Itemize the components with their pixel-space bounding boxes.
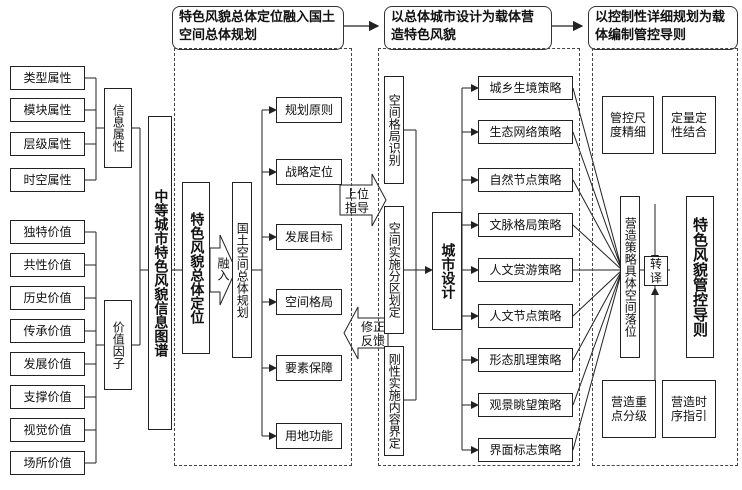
control-priority: 营造重点分级 — [602, 380, 656, 438]
strategy-habitat: 城乡生境策略 — [478, 76, 573, 100]
strategy-natural-node: 自然节点策略 — [478, 168, 573, 192]
attr-spacetime: 时空属性 — [10, 168, 85, 192]
region-overall-plan — [174, 48, 352, 466]
value-unique: 独特价值 — [10, 220, 85, 244]
overall-positioning: 特色风貌总体定位 — [182, 182, 210, 354]
plan-landuse: 用地功能 — [276, 423, 342, 449]
strategy-viewing: 观景眺望策略 — [478, 393, 573, 417]
implementation-zoning: 空间实施分区划定 — [384, 206, 404, 334]
value-develop: 发展价值 — [10, 352, 85, 376]
info-attribute: 信息属性 — [104, 88, 132, 168]
control-scale: 管控尺度精细 — [602, 96, 654, 154]
region-control — [592, 48, 738, 466]
strategy-interface: 界面标志策略 — [478, 438, 573, 462]
plan-strategic: 战略定位 — [276, 159, 342, 185]
strategy-texture: 形态肌理策略 — [478, 348, 573, 372]
plan-goal: 发展目标 — [276, 224, 342, 250]
header-urban-design: 以总体城市设计为载体营造特色风貌 — [384, 6, 552, 50]
value-factor: 价值因子 — [104, 300, 132, 390]
revise-feedback-label: 修正反馈 — [360, 320, 385, 349]
control-quant-qual: 定量定性结合 — [662, 96, 716, 154]
upper-guide-label: 上位指导 — [344, 187, 369, 216]
header-overall-positioning: 特色风貌总体定位融入国土空间总体规划 — [172, 6, 344, 50]
value-visual: 视觉价值 — [10, 418, 85, 442]
value-inherit: 传承价值 — [10, 319, 85, 343]
value-history: 历史价值 — [10, 286, 85, 310]
translate: 转译 — [644, 256, 668, 286]
spatial-landing: 营造策略具体空间落位 — [620, 196, 640, 358]
strategy-cultural-node: 人文节点策略 — [478, 304, 573, 328]
plan-elements: 要素保障 — [276, 355, 342, 381]
info-atlas: 中等城市特色风貌信息图谱 — [148, 116, 172, 430]
urban-design: 城市设计 — [432, 212, 462, 330]
value-place: 场所价值 — [10, 451, 85, 475]
rigid-content: 刚性实施内容界定 — [384, 346, 404, 456]
value-support: 支撑价值 — [10, 385, 85, 409]
strategy-eco-network: 生态网络策略 — [478, 120, 573, 144]
master-plan: 国土空间总体规划 — [232, 182, 252, 358]
plan-spatial: 空间格局 — [276, 289, 342, 315]
plan-principle: 规划原则 — [276, 97, 342, 123]
value-common: 共性价值 — [10, 253, 85, 277]
attr-type: 类型属性 — [10, 66, 85, 90]
region-urban-design — [378, 48, 580, 466]
strategy-cultural-pattern: 文脉格局策略 — [478, 213, 573, 237]
attr-level: 层级属性 — [10, 132, 85, 156]
header-control-guideline: 以控制性详细规划为载体编制管控导则 — [588, 6, 738, 50]
spatial-pattern-id: 空间格局识别 — [384, 76, 404, 184]
strategy-cultural-tour: 人文赏游策略 — [478, 258, 573, 282]
control-sequence: 营造时序指引 — [662, 380, 716, 438]
attr-module: 模块属性 — [10, 98, 85, 122]
control-guideline: 特色风貌管控导则 — [686, 196, 714, 358]
integrate-label: 融入 — [216, 257, 230, 281]
